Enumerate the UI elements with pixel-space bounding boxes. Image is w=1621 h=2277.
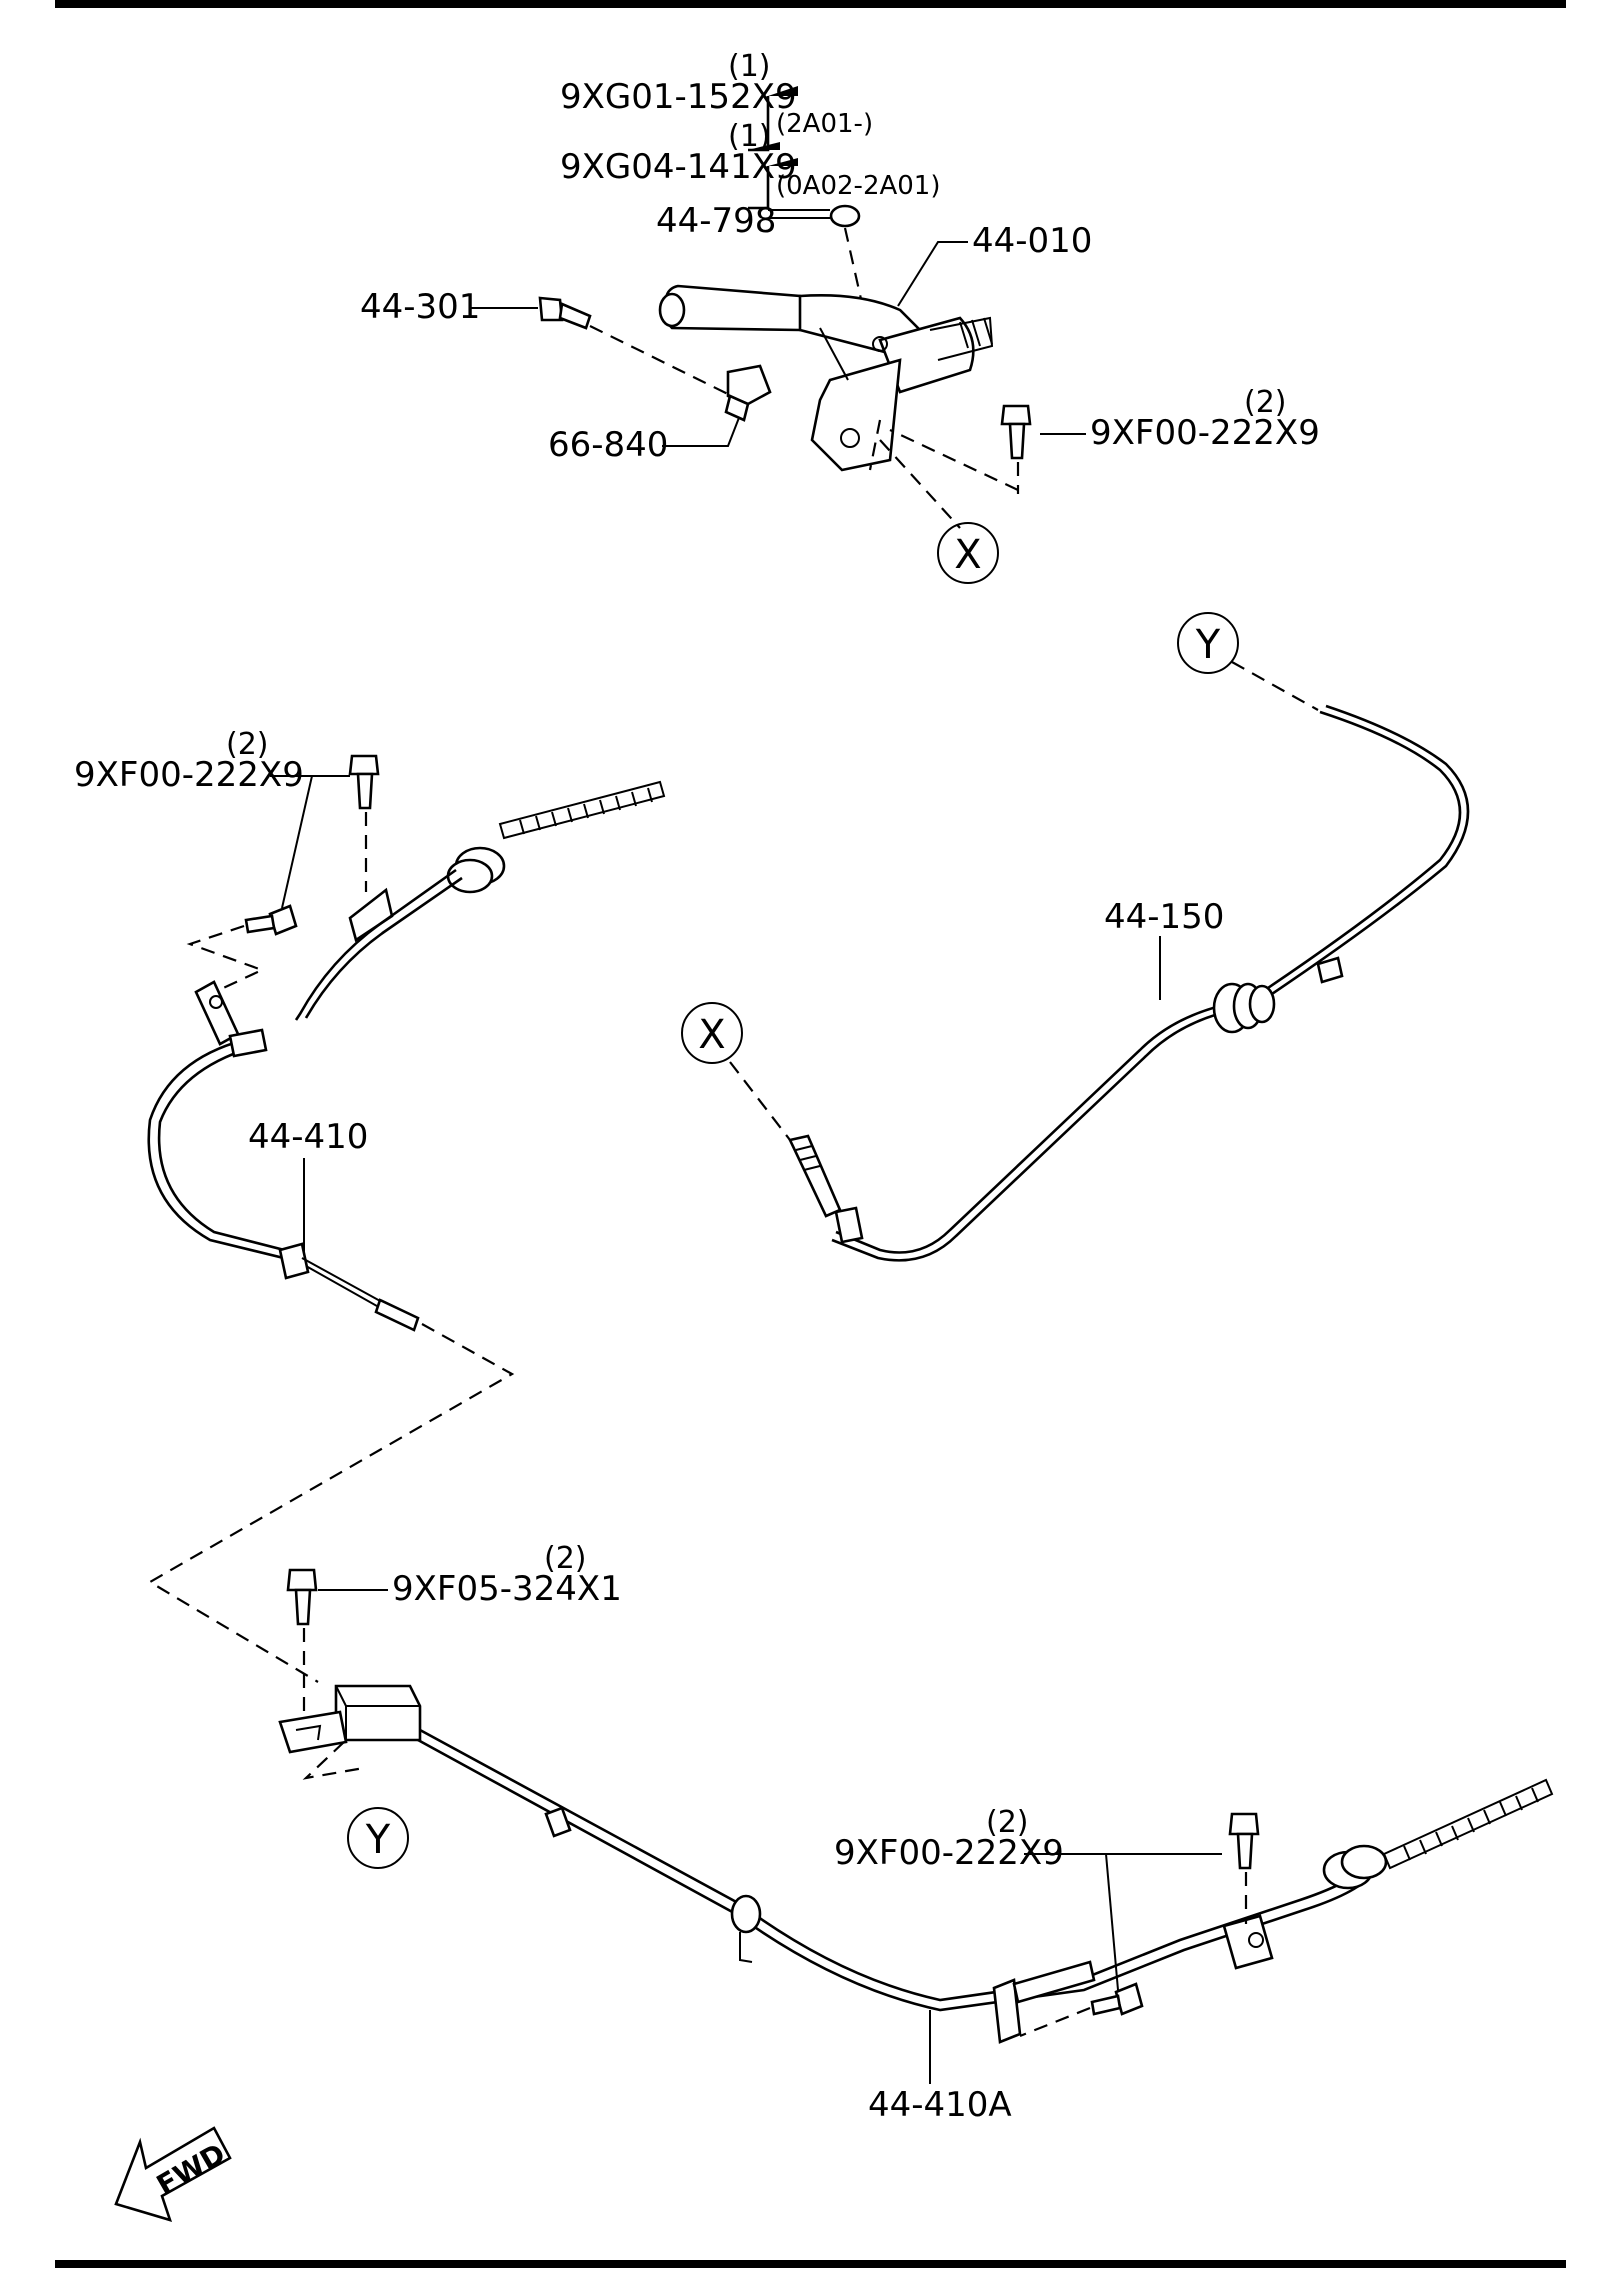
ref-circle-x-mid	[681, 1002, 743, 1064]
part-44-798-label[interactable]: 44-798	[656, 201, 776, 241]
bracket-arrow-1	[768, 86, 798, 96]
leader-66-840	[662, 409, 743, 447]
note-2a01: (2A01-)	[776, 109, 873, 139]
part-9xf00-a-qty: (2)	[1244, 385, 1287, 420]
cable-44-410-outer	[304, 876, 463, 1019]
grommet-44-150[interactable]	[1212, 956, 1344, 1034]
bolt-44-301[interactable]	[538, 296, 592, 330]
left-cable-44-410-group: (2) 9XF00-222X9	[74, 727, 666, 1683]
ref-circle-y-right	[1177, 612, 1239, 674]
bolt-9xf00-b-lower[interactable]	[244, 904, 298, 936]
dash-y-right	[1231, 661, 1319, 711]
forward-direction-arrow: FWD	[114, 2126, 232, 2222]
bracket-0a02	[748, 166, 770, 210]
dash-to-y-bottom	[302, 1741, 365, 1780]
front-cable-44-150-group: Y 44-150 X	[681, 612, 1470, 1262]
ref-y-right: Y	[1195, 622, 1221, 668]
ref-circle-x-top	[937, 522, 999, 584]
ref-x-mid: X	[698, 1012, 725, 1058]
bracket-arrow-2	[748, 142, 780, 150]
dash-to-x-top-2	[868, 419, 882, 471]
cable-44-410a-outer	[417, 1738, 1378, 2012]
leader-9xf00-b-2	[281, 775, 313, 909]
bolt-9xf00-c-upper[interactable]	[1228, 1812, 1260, 1870]
parking-brake-lever[interactable]	[658, 284, 994, 472]
rear-cable-44-410a-group: (2) 9XF05-324X1 Y	[278, 1541, 1554, 2125]
part-9xf05-label[interactable]: 9XF05-324X1	[392, 1569, 622, 1609]
bolt-9xf05[interactable]	[286, 1568, 318, 1626]
cable-44-410-loop	[147, 1038, 301, 1264]
leader-44-010	[897, 241, 968, 307]
bottom-border	[55, 2260, 1566, 2268]
cable-end-x[interactable]	[788, 1134, 864, 1244]
part-9xf00-b-label[interactable]: 9XF00-222X9	[74, 755, 304, 795]
ref-y-bottom: Y	[365, 1817, 391, 1863]
part-44-150-label[interactable]: 44-150	[1104, 897, 1224, 937]
bolt-9xf00-c-lower[interactable]	[1090, 1982, 1144, 2016]
dash-to-x-top	[879, 439, 961, 529]
part-44-301-label[interactable]: 44-301	[360, 287, 480, 327]
note-0a02: (0A02-2A01)	[776, 171, 941, 201]
cable-44-410[interactable]	[294, 868, 457, 1021]
dash-left-to-rear	[147, 1323, 515, 1683]
dash-bolt-9xf00-a-2	[889, 429, 1019, 491]
nut-44-798[interactable]	[829, 204, 861, 228]
cable-44-410a-ferrule	[544, 1806, 572, 1838]
lever-assembly: (1) 9XG01-152X9 (1) 9XG04-141X9 (2A01-) …	[360, 49, 1320, 584]
leader-9xf00-c-2	[1105, 1853, 1119, 1991]
dash-44-301	[589, 325, 741, 401]
rear-cable-equalizer[interactable]	[278, 1684, 422, 1754]
dash-bolt-c-lower	[1019, 2006, 1091, 2038]
cable-44-410a-bracket-left[interactable]	[992, 1960, 1096, 2044]
cable-44-410-threaded-end[interactable]	[446, 780, 666, 894]
part-9xg01-label[interactable]: 9XG01-152X9	[560, 77, 797, 117]
cable-44-150[interactable]	[835, 710, 1462, 1254]
clip-66-840[interactable]	[724, 364, 772, 422]
part-9xf05-qty: (2)	[544, 1541, 587, 1576]
dash-nut-to-lever	[843, 227, 870, 331]
cable-44-410a-threaded-end[interactable]	[1322, 1778, 1554, 1890]
part-66-840-label[interactable]: 66-840	[548, 425, 668, 465]
ref-circle-y-bottom	[347, 1807, 409, 1869]
part-44-410a-label[interactable]: 44-410A	[868, 2085, 1012, 2125]
bolt-9xf00-a[interactable]	[1000, 404, 1032, 460]
part-9xf00-b-qty: (2)	[226, 727, 269, 762]
dash-bolt-b-lower	[186, 924, 265, 997]
part-9xf00-c-qty: (2)	[986, 1805, 1029, 1840]
cable-44-410a-clip[interactable]	[730, 1894, 762, 1963]
cable-44-410-inner	[301, 1257, 385, 1311]
bolt-9xf00-b-upper[interactable]	[348, 754, 380, 810]
dash-x-mid	[729, 1061, 791, 1141]
part-44-410-label[interactable]: 44-410	[248, 1117, 368, 1157]
cable-44-410-bracket[interactable]	[348, 887, 394, 943]
bracket-arrow-3	[768, 158, 798, 166]
cable-44-150-outer	[831, 704, 1470, 1262]
cable-44-410-clamp	[228, 1028, 268, 1058]
cable-44-410a-bracket-right[interactable]	[1222, 1914, 1274, 1970]
part-9xg01-qty: (1)	[728, 49, 771, 84]
cable-44-410-sleeve	[278, 1242, 310, 1280]
cable-44-410-end	[374, 1298, 420, 1332]
top-border	[55, 0, 1566, 8]
part-44-010-label[interactable]: 44-010	[972, 221, 1092, 261]
part-9xf00-a-label[interactable]: 9XF00-222X9	[1090, 413, 1320, 453]
part-9xg04-label[interactable]: 9XG04-141X9	[560, 147, 797, 187]
ref-x-top: X	[954, 532, 981, 578]
